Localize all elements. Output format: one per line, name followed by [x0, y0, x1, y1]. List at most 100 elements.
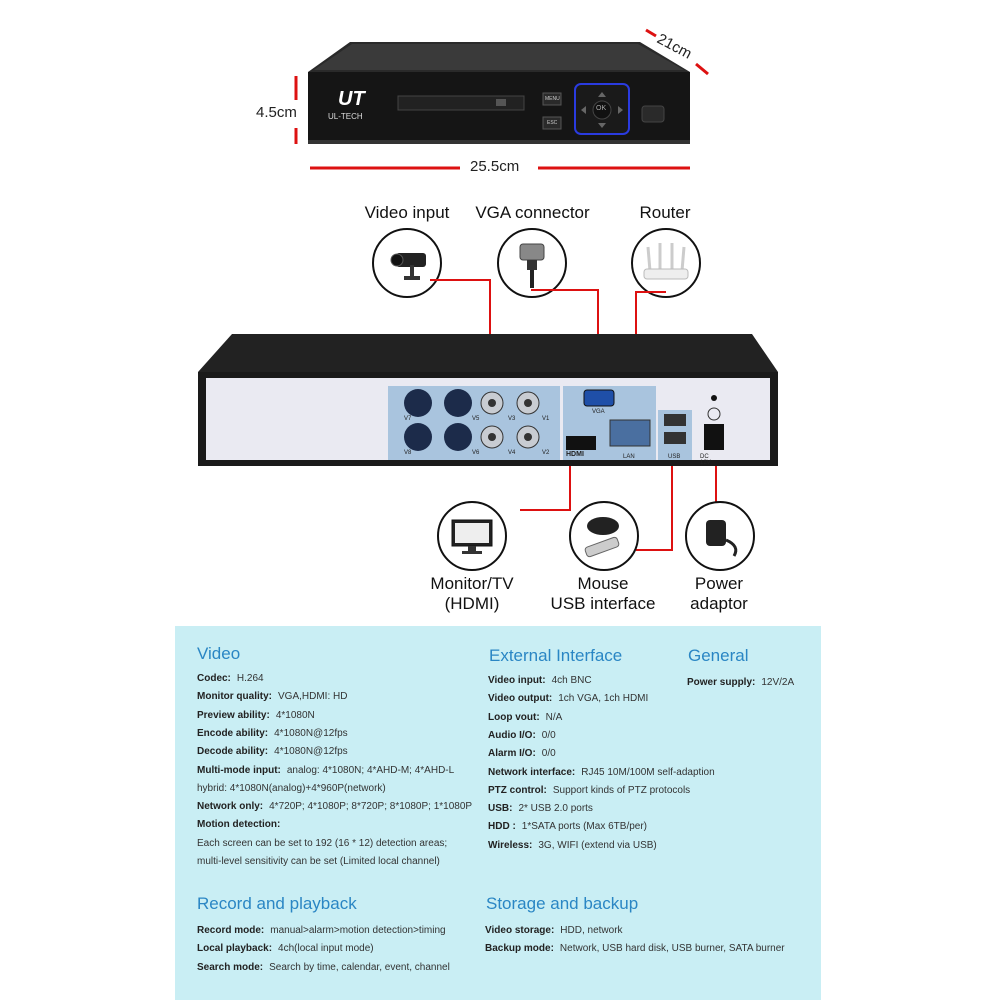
spec-value: HDD, network — [560, 925, 623, 936]
spec-key: Loop vout: — [488, 711, 540, 723]
port-v2: V2 — [542, 450, 550, 456]
spec-key: USB: — [488, 803, 513, 815]
spec-key: Backup mode: — [485, 943, 554, 955]
video-spec-row: Multi-mode input: analog: 4*1080N; 4*AHD-… — [197, 762, 454, 780]
spec-value: 4*1080N@12fps — [274, 746, 348, 758]
video-spec-row: Each screen can be set to 192 (16 * 12) … — [197, 835, 447, 853]
power-label: Power adaptor — [674, 574, 764, 614]
vga-cable-icon — [497, 228, 567, 298]
video-spec-row: Motion detection: — [197, 816, 286, 834]
video-spec-row: Codec: H.264 — [197, 670, 264, 688]
spec-value: H.264 — [236, 673, 264, 684]
port-v8: V8 — [404, 450, 412, 456]
spec-value: Search by time, calendar, event, channel — [269, 961, 450, 973]
external-spec-row: Video input:4ch BNC — [488, 672, 592, 690]
port-lan: LAN — [623, 454, 635, 460]
spec-value: Support kinds of PTZ protocols — [552, 784, 691, 796]
rear-dvr-illustration — [198, 279, 778, 551]
front-view: UT UL-TECH MENU ESC OK 4.5cm 21cm 25.5cm — [0, 0, 1000, 190]
spec-key: Network interface: — [488, 766, 576, 778]
external-spec-row: Network interface:RJ45 10M/100M self-ada… — [488, 764, 715, 782]
video-spec-row: Monitor quality: VGA,HDMI: HD — [197, 688, 347, 706]
record-section-title: Record and playback — [197, 894, 357, 913]
port-v6: V6 — [472, 450, 480, 456]
video-spec-row: Network only: 4*720P; 4*1080P; 8*720P; 8*… — [197, 798, 472, 816]
video-spec-row: Decode ability: 4*1080N@12fps — [197, 743, 348, 761]
spec-value: Each screen can be set to 192 (16 * 12) … — [197, 837, 448, 849]
spec-key: Preview ability: — [197, 709, 270, 721]
spec-key: Video output: — [488, 693, 553, 705]
general-spec-row: Power supply:12V/2A — [687, 674, 794, 692]
general-section-title: General — [688, 646, 749, 665]
router-label: Router — [639, 203, 691, 222]
spec-key: Audio I/O: — [488, 729, 536, 741]
brand-label: UL-TECH — [328, 112, 363, 121]
spec-value: 4*1080N@12fps — [274, 727, 348, 739]
record-spec-row: Record mode:manual>alarm>motion detectio… — [197, 922, 446, 940]
external-spec-row: Loop vout: N/A — [488, 709, 562, 727]
port-usb: USB — [668, 454, 681, 460]
spec-value: 3G, WIFI (extend via USB) — [538, 839, 657, 851]
spec-value: 4ch(local input mode) — [278, 943, 374, 955]
front-dvr-illustration — [294, 28, 709, 170]
spec-key: HDD : — [488, 821, 516, 833]
video-section-title: Video — [197, 644, 241, 663]
menu-button: MENU — [545, 96, 560, 102]
spec-key: Search mode: — [197, 961, 264, 973]
external-spec-row: Audio I/O:0/0 — [488, 727, 556, 745]
storage-spec-row: Video storage: HDD, network — [485, 922, 623, 940]
spec-value: 12V/2A — [761, 677, 795, 688]
spec-value: 4*1080N — [275, 709, 315, 721]
spec-key: Multi-mode input: — [197, 764, 281, 776]
video-spec-row: hybrid: 4*1080N(analog)+4*960P(network) — [197, 780, 386, 798]
port-v7: V7 — [404, 416, 412, 422]
record-spec-row: Search mode: Search by time, calendar, ev… — [197, 959, 450, 977]
spec-value: VGA,HDMI: HD — [278, 691, 348, 703]
spec-key: Alarm I/O: — [488, 748, 536, 760]
router-icon — [631, 228, 701, 298]
power-subtitle: adaptor — [690, 594, 748, 613]
video-spec-row: Encode ability:4*1080N@12fps — [197, 725, 348, 743]
monitor-subtitle: (HDMI) — [444, 594, 500, 613]
spec-key: Network only: — [197, 801, 264, 813]
camera-icon — [372, 228, 442, 298]
spec-key: PTZ control: — [488, 784, 547, 796]
port-hdmi: HDMI — [566, 451, 584, 458]
spec-value: 4ch BNC — [551, 675, 592, 686]
port-v4: V4 — [508, 450, 516, 456]
spec-value: N/A — [545, 711, 563, 723]
spec-key: Wireless: — [488, 839, 533, 851]
spec-value: 2* USB 2.0 ports — [518, 803, 593, 815]
spec-value: analog: 4*1080N; 4*AHD-M; 4*AHD-L — [286, 764, 455, 776]
video-spec-row: Preview ability: 4*1080N — [197, 707, 315, 725]
spec-value: Network, USB hard disk, USB burner, SATA… — [559, 943, 785, 955]
spec-key: Monitor quality: — [197, 691, 272, 703]
spec-value: multi-level sensitivity can be set (Limi… — [197, 856, 440, 867]
video-input-label: Video input — [364, 203, 450, 222]
spec-value: 0/0 — [541, 748, 556, 760]
logo: UT — [338, 88, 365, 110]
monitor-icon — [437, 501, 507, 571]
port-v3: V3 — [508, 416, 516, 422]
monitor-title: Monitor/TV — [430, 574, 514, 593]
port-v1: V1 — [542, 416, 550, 422]
spec-value: 4*720P; 4*1080P; 8*720P; 8*1080P; 1*1080… — [269, 801, 473, 813]
spec-value: 1ch VGA, 1ch HDMI — [558, 693, 649, 705]
storage-section-title: Storage and backup — [486, 894, 639, 913]
esc-button: ESC — [547, 120, 558, 126]
spec-key: Decode ability: — [197, 746, 269, 758]
external-spec-row: USB: 2* USB 2.0 ports — [488, 800, 593, 818]
spec-key: Video storage: — [485, 925, 555, 936]
spec-value: 1*SATA ports (Max 6TB/per) — [521, 821, 648, 833]
spec-value: hybrid: 4*1080N(analog)+4*960P(network) — [197, 782, 386, 794]
video-spec-row: multi-level sensitivity can be set (Limi… — [197, 853, 440, 871]
spec-key: Record mode: — [197, 925, 265, 936]
spec-key: Codec: — [197, 673, 231, 684]
width-dimension: 25.5cm — [470, 158, 520, 175]
external-section-title: External Interface — [489, 646, 623, 665]
external-spec-row: Wireless: 3G, WIFI (extend via USB) — [488, 837, 657, 855]
external-spec-row: Video output: 1ch VGA, 1ch HDMI — [488, 690, 648, 708]
height-dimension: 4.5cm — [256, 104, 297, 121]
external-spec-row: Alarm I/O: 0/0 — [488, 745, 556, 763]
